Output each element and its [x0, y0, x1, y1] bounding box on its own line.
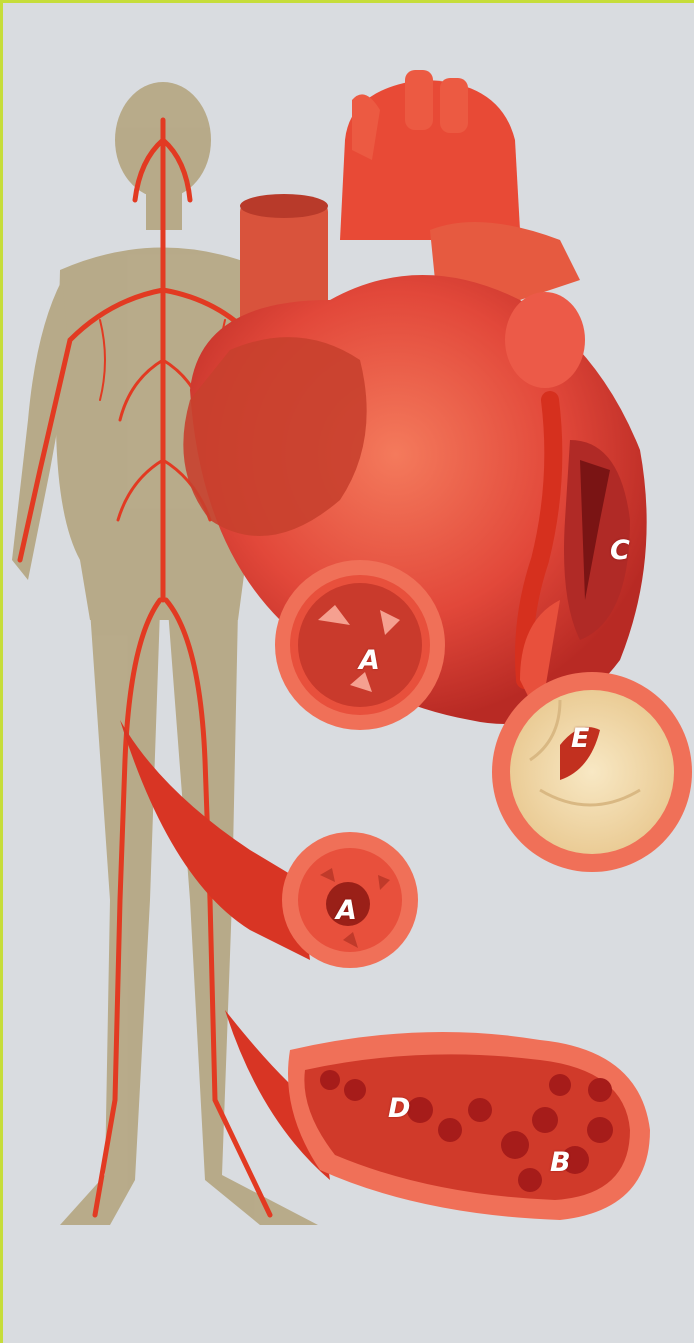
label-c: C — [610, 537, 630, 564]
label-e: E — [571, 725, 589, 752]
vessel-with-blood-clot — [288, 1032, 650, 1220]
label-d: D — [388, 1095, 410, 1122]
label-a-leg: A — [336, 897, 357, 924]
label-a-heart: A — [359, 647, 380, 674]
top-border — [0, 0, 694, 3]
label-b: B — [550, 1149, 571, 1176]
left-border — [0, 0, 3, 1343]
